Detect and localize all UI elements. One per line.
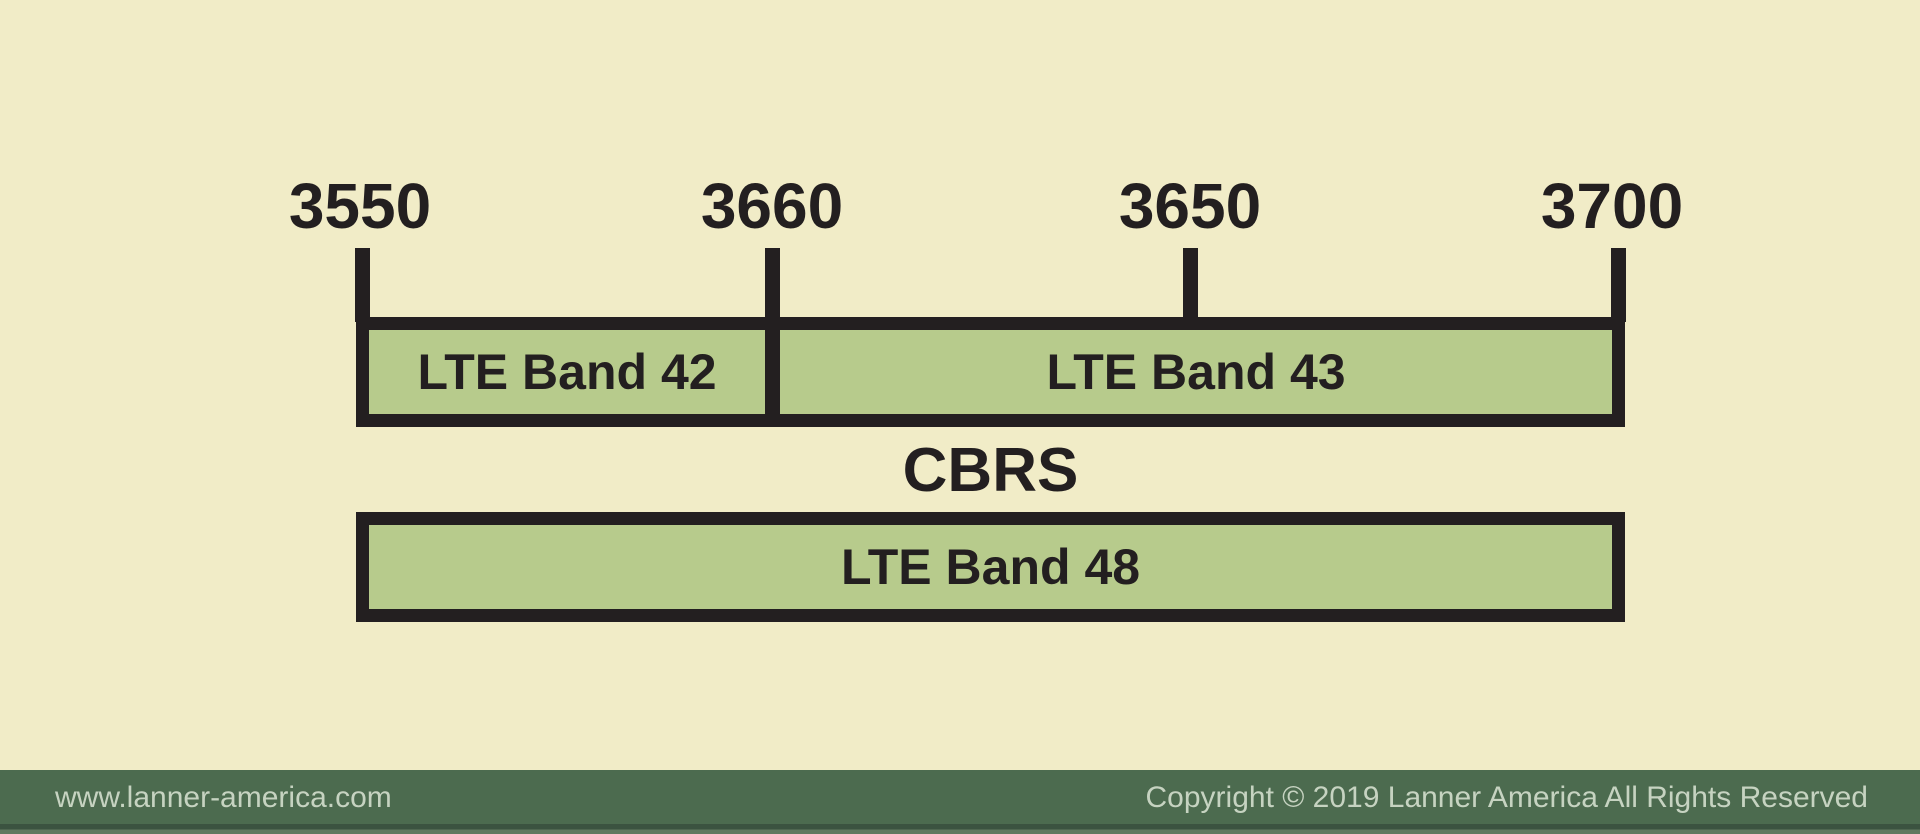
band-lte-42: LTE Band 42 xyxy=(369,330,765,414)
tick-mark-3700 xyxy=(1611,248,1626,322)
tick-mark-3650 xyxy=(1183,248,1198,322)
tick-mark-3550 xyxy=(355,248,370,322)
footer-copyright: Copyright © 2019 Lanner America All Righ… xyxy=(1145,781,1868,814)
cbrs-label: CBRS xyxy=(902,436,1079,505)
band-divider xyxy=(765,330,780,414)
band-bar-42-43: LTE Band 42 LTE Band 43 xyxy=(356,317,1625,427)
tick-mark-3660 xyxy=(765,248,780,322)
footer-bar: www.lanner-america.com Copyright © 2019 … xyxy=(0,770,1920,834)
frequency-label-3700: 3700 xyxy=(1540,170,1684,242)
band-lte-43-label: LTE Band 43 xyxy=(1046,344,1346,400)
band-lte-48-label: LTE Band 48 xyxy=(840,539,1141,595)
frequency-label-3650: 3650 xyxy=(1118,170,1262,242)
footer-website: www.lanner-america.com xyxy=(55,781,392,814)
frequency-label-3660: 3660 xyxy=(700,170,844,242)
band-bar-48: LTE Band 48 xyxy=(356,512,1625,622)
band-lte-43: LTE Band 43 xyxy=(780,330,1612,414)
band-lte-42-label: LTE Band 42 xyxy=(417,344,717,400)
frequency-label-3550: 3550 xyxy=(288,170,432,242)
